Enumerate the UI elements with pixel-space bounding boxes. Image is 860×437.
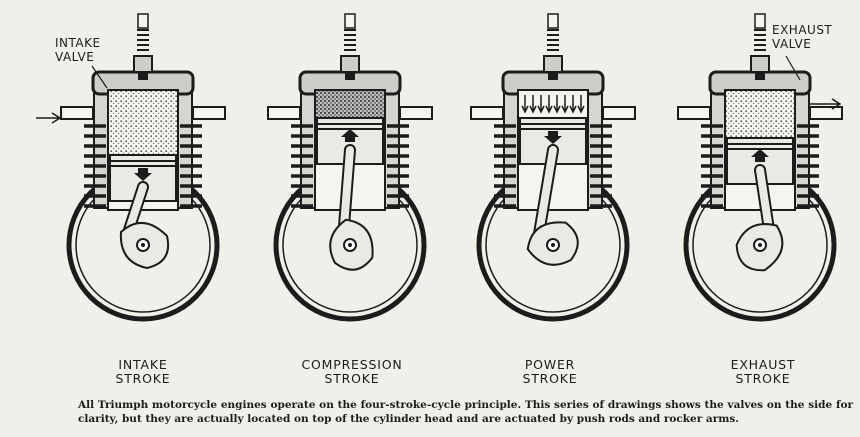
compression-stroke-label-line1: COMPRESSION (301, 357, 403, 372)
intake-stroke-label-line2: STROKE (115, 371, 171, 386)
power-motion-arrow-icon (544, 131, 562, 144)
power-stroke-label-line1: POWER (524, 357, 576, 372)
exhaust-chamber (724, 89, 796, 139)
intake-stroke-label: INTAKE STROKE (63, 358, 223, 386)
exhaust-stroke-label: EXHAUST STROKE (683, 358, 843, 386)
intake-stroke-label-line1: INTAKE (118, 357, 168, 372)
compression-stroke-label: COMPRESSION STROKE (272, 358, 432, 386)
intake-valve-callout: INTAKE VALVE (55, 36, 101, 64)
power-stroke-label-line2: STROKE (522, 371, 578, 386)
exhaust-valve-leader (785, 55, 801, 81)
intake-engine (60, 13, 226, 322)
exhaust-stroke-label-line1: EXHAUST (730, 357, 796, 372)
intake-motion-arrow-icon (134, 168, 152, 181)
power-stroke-label: POWER STROKE (470, 358, 630, 386)
exhaust-valve-callout: EXHAUST VALVE (772, 23, 833, 51)
compression-engine (267, 13, 433, 322)
exhaust-flow-arrow-icon (808, 98, 842, 110)
power-chamber (517, 89, 589, 119)
power-spark-plug (547, 13, 559, 29)
compression-chamber (314, 89, 386, 119)
compression-spark-plug (344, 13, 356, 29)
intake-flow-arrow-icon (36, 112, 62, 124)
compression-stroke-label-line2: STROKE (324, 371, 380, 386)
intake-chamber (107, 89, 179, 156)
exhaust-motion-arrow-icon (751, 149, 769, 162)
compression-motion-arrow-icon (341, 129, 359, 142)
intake-valve-leader (91, 65, 108, 89)
exhaust-engine (677, 13, 843, 322)
caption: All Triumph motorcycle engines operate o… (78, 399, 853, 425)
power-engine (470, 13, 636, 322)
intake-spark-plug (137, 13, 149, 29)
exhaust-stroke-label-line2: STROKE (735, 371, 791, 386)
exhaust-spark-plug (754, 13, 766, 29)
